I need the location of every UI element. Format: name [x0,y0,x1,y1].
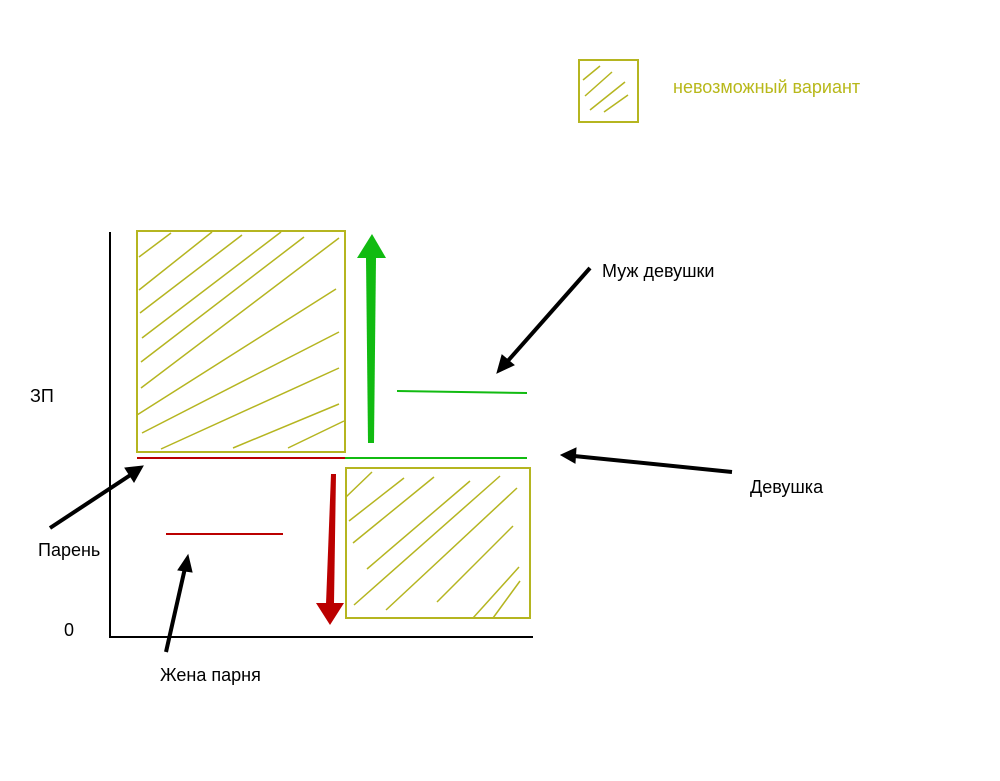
girls-husband-label: Муж девушки [602,261,715,281]
green-up-arrow [357,234,386,443]
legend-swatch [578,59,639,123]
boy-label: Парень [38,540,101,560]
boys-wife-pointer-arrow [164,567,187,653]
girl-label: Девушка [750,477,824,497]
legend-label: невозможный вариант [673,77,861,97]
girls-husband-pointer-arrow [504,266,592,365]
boys-wife-label: Жена парня [160,665,261,685]
red-down-arrow [316,474,344,625]
impossible-region-lower [345,467,531,619]
girl-pointer-arrow [573,454,733,474]
impossible-region-upper [136,230,346,453]
girls-husband-level-line [396,390,528,394]
zero-label: 0 [64,620,75,640]
boy-pointer-arrow [48,472,134,530]
pointer-arrows [48,266,733,653]
y-axis-label: ЗП [30,386,54,406]
